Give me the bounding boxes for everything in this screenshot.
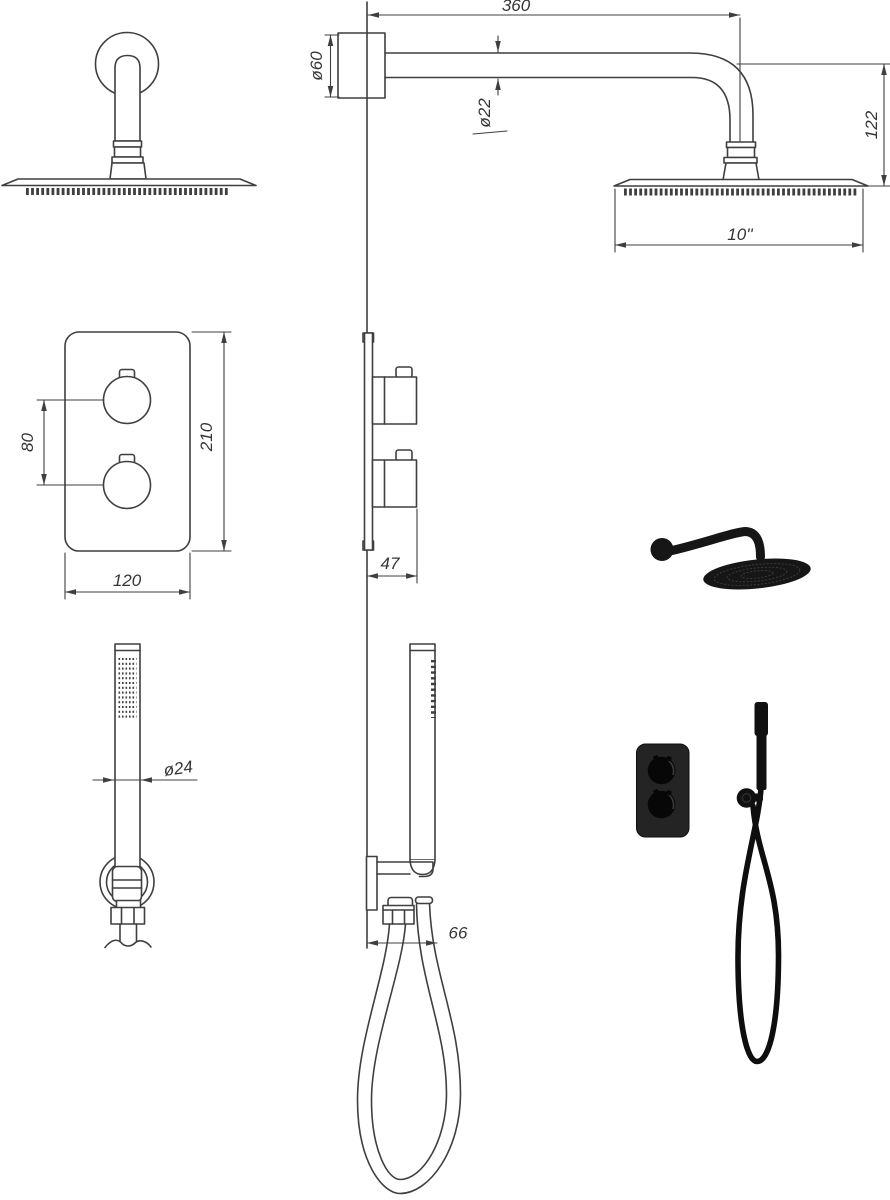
dimension-head-drop: 122 xyxy=(736,63,890,187)
valve-front-view xyxy=(64,331,191,552)
render-wand-handle xyxy=(756,730,767,790)
holder-clamp xyxy=(111,865,143,903)
render-wall-holder xyxy=(736,788,757,808)
render-flange xyxy=(650,538,674,561)
arm-outer-edge xyxy=(384,52,754,143)
wall-flange-side xyxy=(337,32,386,99)
hose-elbow-cap xyxy=(414,896,434,905)
dim-label-66: 66 xyxy=(449,924,468,943)
valve-plate-edge xyxy=(363,332,374,551)
dim-label-o22: ø22 xyxy=(475,98,494,128)
bracket-wall-plate xyxy=(365,855,378,911)
dim-label-210: 210 xyxy=(197,422,216,452)
render-arm xyxy=(665,526,765,562)
dim-label-47: 47 xyxy=(381,554,400,573)
arm-inner-edge xyxy=(384,76,731,143)
dim-label-10in: 10'' xyxy=(727,225,753,244)
valve-knob-top xyxy=(102,375,152,425)
dimension-plate-height: 210 xyxy=(191,331,232,552)
shower-plate-side xyxy=(613,178,869,187)
valve-plate xyxy=(64,331,191,552)
dim-label-360: 360 xyxy=(502,0,531,15)
cone-fitting xyxy=(109,162,147,180)
dimension-flange-diameter: ø60 xyxy=(307,34,340,98)
shower-plate xyxy=(1,178,257,187)
dimension-head-diameter: 10'' xyxy=(614,188,864,253)
outlet-nut xyxy=(382,904,415,925)
valve-knob-side-top xyxy=(371,376,418,425)
valve-side-view xyxy=(362,332,418,551)
dim-label-122: 122 xyxy=(862,110,881,139)
drop-pipe xyxy=(114,54,141,142)
hose-loop-inner xyxy=(370,903,448,1181)
dimension-valve-depth: 47 xyxy=(366,508,418,584)
dimension-plate-width: 120 xyxy=(64,552,191,600)
hose-break-line xyxy=(104,939,152,949)
render-knob-top xyxy=(647,756,676,785)
bracket-arm xyxy=(376,861,434,878)
handshower-render xyxy=(735,702,782,1065)
valve-knob-bottom xyxy=(102,460,152,510)
render-hose xyxy=(735,786,782,1065)
valve-knob-side-bottom xyxy=(371,459,418,508)
dim-label-120: 120 xyxy=(113,571,142,590)
dim-label-o24: ø24 xyxy=(162,757,194,780)
dimension-knob-spacing: 80 xyxy=(18,399,104,486)
cone-fitting-side xyxy=(722,162,760,181)
dimension-handle-diameter: ø24 xyxy=(92,757,198,783)
hose-loop-outer xyxy=(356,902,462,1195)
dim-label-80: 80 xyxy=(18,433,37,452)
showerhead-side-view xyxy=(337,32,869,196)
dimension-bracket-projection: 66 xyxy=(366,924,468,946)
render-wand-head xyxy=(754,702,768,736)
spray-face-grid xyxy=(118,657,137,718)
handshower-front-view xyxy=(99,643,155,949)
hose-nut xyxy=(110,906,146,925)
render-head xyxy=(703,558,811,590)
showerhead-front-view xyxy=(1,31,257,195)
showerhead-render xyxy=(650,526,811,590)
handshower-side-view xyxy=(356,643,462,1195)
dimension-pipe-diameter: ø22 xyxy=(472,35,508,135)
dimension-arm-length: 360 xyxy=(367,0,741,142)
valve-render xyxy=(636,743,690,838)
dim-label-o60: ø60 xyxy=(307,51,326,81)
render-knob-bottom xyxy=(647,790,676,819)
wand-side xyxy=(409,643,436,861)
